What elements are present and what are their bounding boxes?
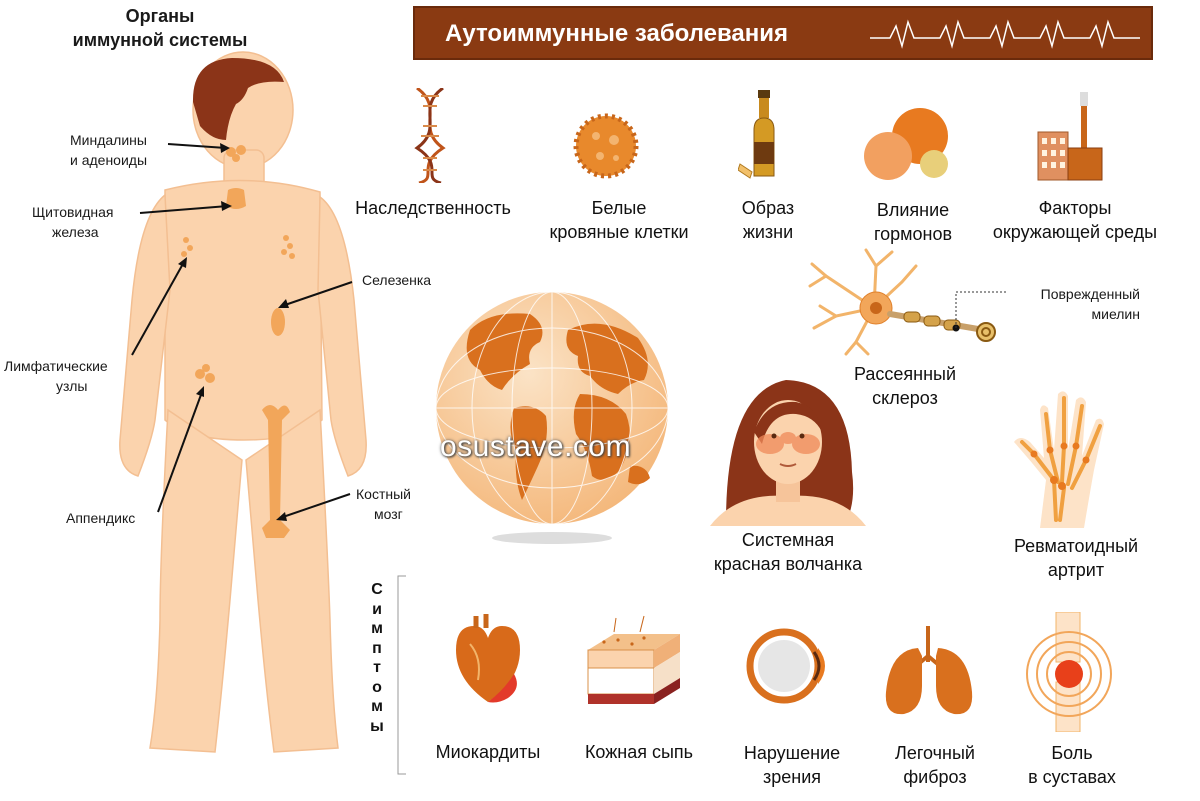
- heartbeat-icon: [870, 19, 1140, 49]
- disease-ra-line1: Ревматоидный: [1013, 536, 1139, 556]
- symptoms-heading-letter: о: [372, 678, 382, 696]
- joint-pain-icon: [1026, 612, 1112, 732]
- cause-lifestyle-line2: жизни: [742, 222, 794, 242]
- neuron-icon: [808, 248, 1006, 356]
- label-myelin-line2: миелин: [1091, 306, 1141, 322]
- cause-environment-line1: Факторы: [1038, 198, 1112, 218]
- label-myelin-line1: Поврежденный: [1040, 286, 1140, 302]
- symptom-vision-line1: Нарушение: [743, 743, 841, 763]
- symptoms-heading-letter: м: [371, 698, 383, 715]
- symptoms-heading-letter: С: [371, 581, 383, 598]
- disease-ms-line2: склероз: [872, 388, 938, 408]
- label-tonsils-line1: Миндалины: [70, 132, 147, 148]
- disease-rheumatoid-arthritis: Ревматоидный артрит: [996, 534, 1156, 582]
- symptoms-heading-letter: и: [372, 600, 382, 618]
- body-silhouette: [119, 51, 367, 753]
- symptom-vision: Нарушение зрения: [728, 741, 856, 789]
- cause-hormones-line1: Влияние: [876, 200, 950, 220]
- label-damaged-myelin: Поврежденный миелин: [1018, 284, 1140, 324]
- hormones-icon: [864, 108, 948, 180]
- cause-hormones-line2: гормонов: [873, 224, 953, 244]
- eye-icon: [746, 628, 825, 704]
- label-thyroid: Щитовидная железа: [32, 202, 114, 242]
- symptoms-heading-letter: т: [373, 659, 381, 676]
- symptom-myocarditis-line1: Миокардиты: [435, 742, 541, 762]
- symptom-fibrosis-line2: фиброз: [903, 767, 967, 787]
- label-lymph-line2: узлы: [56, 378, 88, 394]
- header-banner: Аутоиммунные заболевания: [413, 6, 1153, 60]
- body-panel-title: Органы иммунной системы: [60, 4, 260, 52]
- label-tonsils: Миндалины и аденоиды: [70, 130, 147, 170]
- bottle-icon: [738, 90, 775, 179]
- label-bone-marrow: Костный мозг: [356, 484, 411, 524]
- lupus-face-illustration: [710, 380, 866, 526]
- body-panel-title-line2: иммунной системы: [72, 30, 248, 50]
- disease-lupus-line2: красная волчанка: [713, 554, 863, 574]
- disease-multiple-sclerosis: Рассеянный склероз: [830, 362, 980, 410]
- label-appendix: Аппендикс: [66, 510, 136, 526]
- symptoms-heading-letter: п: [372, 639, 382, 657]
- skin-layers-icon: [587, 615, 680, 704]
- symptoms-bracket: [397, 575, 406, 775]
- label-tonsils-line2: и аденоиды: [70, 152, 148, 168]
- label-lymph-line1: Лимфатические: [4, 358, 108, 374]
- dna-icon: [414, 88, 446, 183]
- label-thyroid-line1: Щитовидная: [32, 204, 114, 220]
- symptoms-heading-letter: ы: [370, 717, 384, 735]
- hand-skeleton-icon: [1014, 391, 1104, 528]
- label-lymph-nodes: Лимфатические узлы: [4, 356, 108, 396]
- cause-hormones: Влияние гормонов: [856, 198, 970, 246]
- symptom-vision-line2: зрения: [762, 767, 822, 787]
- disease-ms-line1: Рассеянный: [853, 364, 957, 384]
- label-marrow-line1: Костный: [356, 486, 411, 502]
- heart-icon: [456, 614, 520, 703]
- cause-lifestyle-line1: Образ: [741, 198, 795, 218]
- cause-heredity-line1: Наследственность: [355, 198, 511, 218]
- symptoms-heading: С и м п т о м ы: [362, 580, 392, 736]
- cause-environment-line2: окружающей среды: [992, 222, 1158, 242]
- factory-icon: [1037, 92, 1103, 181]
- lungs-icon: [885, 626, 973, 715]
- cause-white-cells-line1: Белые: [591, 198, 647, 218]
- human-body-illustration: [119, 51, 367, 753]
- immune-organs: [181, 145, 295, 538]
- globe-illustration: [435, 291, 669, 544]
- symptom-fibrosis-line1: Легочный: [895, 743, 975, 763]
- hair-shape: [192, 58, 284, 140]
- symptom-joint-pain-line2: в суставах: [1028, 767, 1116, 787]
- symptom-skin-rash: Кожная сыпь: [572, 740, 706, 764]
- disease-lupus: Системная красная волчанка: [690, 528, 886, 576]
- symptom-skin-rash-line1: Кожная сыпь: [584, 742, 694, 762]
- cause-environment: Факторы окружающей среды: [978, 196, 1172, 244]
- symptom-joint-pain: Боль в суставах: [1010, 741, 1134, 789]
- cause-white-cells: Белые кровяные клетки: [536, 196, 702, 244]
- banner-title: Аутоиммунные заболевания: [445, 20, 789, 47]
- disease-ra-line2: артрит: [1047, 560, 1105, 580]
- label-thyroid-line2: железа: [52, 224, 99, 240]
- symptoms-heading-letter: м: [371, 620, 383, 637]
- cause-heredity: Наследственность: [340, 196, 526, 220]
- disease-lupus-line1: Системная: [741, 530, 835, 550]
- leader-arrowheads: [178, 143, 289, 521]
- label-spleen: Селезенка: [362, 272, 432, 288]
- symptom-pulmonary-fibrosis: Легочный фиброз: [878, 741, 992, 789]
- watermark: osustave.com: [440, 430, 632, 463]
- cause-white-cells-line2: кровяные клетки: [549, 222, 689, 242]
- body-panel-title-line1: Органы: [125, 6, 195, 26]
- white-blood-cell-icon: [573, 113, 639, 179]
- symptom-myocarditis: Миокардиты: [418, 740, 558, 764]
- leader-lines: [131, 143, 353, 519]
- symptom-joint-pain-line1: Боль: [1051, 743, 1093, 763]
- label-marrow-line2: мозг: [374, 506, 403, 522]
- cause-lifestyle: Образ жизни: [718, 196, 818, 244]
